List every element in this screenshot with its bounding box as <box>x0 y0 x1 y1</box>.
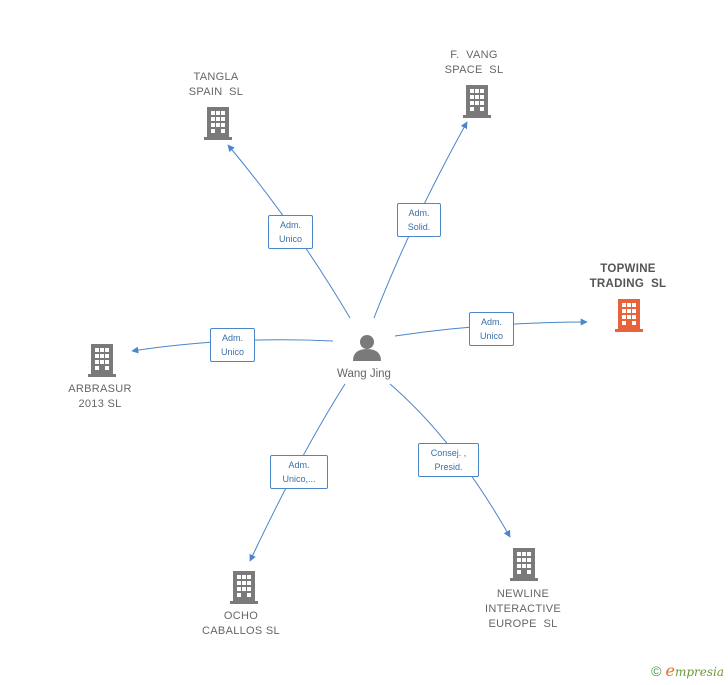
company-label-newline[interactable]: NEWLINE INTERACTIVE EUROPE SL <box>484 588 562 630</box>
relation-label-topwine: Adm. Unico <box>469 312 514 346</box>
building-icon[interactable] <box>204 107 232 140</box>
relation-label-ocho: Adm. Unico,... <box>270 455 328 489</box>
company-label-ocho[interactable]: OCHO CABALLOS SL <box>202 610 280 637</box>
company-label-tangla[interactable]: TANGLA SPAIN SL <box>188 71 244 98</box>
relation-label-arbrasur: Adm. Unico <box>210 328 255 362</box>
person-icon[interactable] <box>353 335 381 361</box>
building-icon[interactable] <box>88 344 116 377</box>
building-icon[interactable] <box>230 571 258 604</box>
building-icon[interactable] <box>615 299 643 332</box>
company-label-fvang[interactable]: F. VANG SPACE SL <box>444 49 504 76</box>
copyright-symbol: © <box>651 662 662 679</box>
brand-logo[interactable]: © empresia <box>651 661 724 680</box>
brand-initial: e <box>665 661 675 680</box>
relation-label-newline: Consej. , Presid. <box>418 443 479 477</box>
brand-name: mpresia <box>674 665 724 679</box>
building-icon[interactable] <box>463 85 491 118</box>
relation-label-fvang: Adm. Solid. <box>397 203 441 237</box>
person-name[interactable]: Wang Jing <box>337 368 391 380</box>
company-label-topwine[interactable]: TOPWINE TRADING SL <box>589 263 667 290</box>
building-icon[interactable] <box>510 548 538 581</box>
relation-label-tangla: Adm. Unico <box>268 215 313 249</box>
company-label-arbrasur[interactable]: ARBRASUR 2013 SL <box>68 383 132 410</box>
